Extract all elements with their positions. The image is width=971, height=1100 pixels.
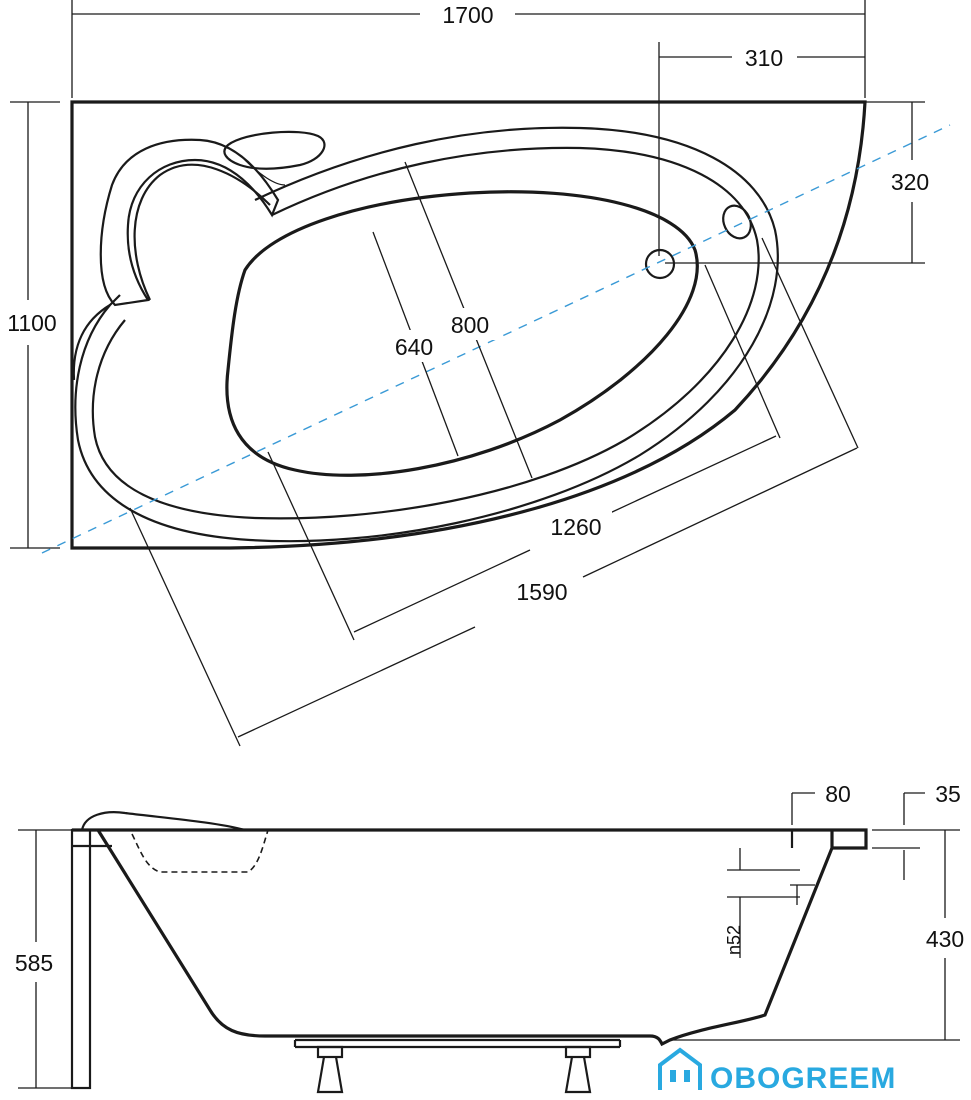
basin-contour [225, 190, 699, 477]
dimension-430: 430 [672, 829, 971, 1041]
tub-outer-contour [70, 100, 867, 550]
dimension-label-1260: 1260 [550, 514, 601, 540]
seat-side-contour [72, 304, 111, 381]
support-foot-right [564, 1045, 592, 1094]
dimension-label-585: 585 [15, 950, 53, 976]
seat-recess-dashed [131, 829, 269, 873]
overflow-hole [722, 204, 752, 240]
grab-handle [223, 130, 326, 170]
apron-panel [70, 828, 92, 1090]
watermark: OBOGREEM [658, 1047, 896, 1095]
headrest-pocket [133, 163, 271, 301]
tub-rim-inner-contour [91, 146, 760, 520]
dimension-800: 800 [404, 161, 533, 479]
dimension-320: 320 [665, 101, 929, 264]
dimension-label-310: 310 [745, 45, 783, 71]
watermark-brand: OBOGREEM [710, 1062, 896, 1095]
house-icon [658, 1047, 702, 1090]
dimension-1700: 1700 [71, 0, 866, 98]
dimension-label-430: 430 [926, 926, 964, 952]
dimension-640: 640 [372, 231, 459, 457]
dimension-1100: 1100 [0, 101, 66, 549]
rim-top [72, 828, 868, 850]
dimension-label-n52: n52 [724, 925, 744, 955]
overflow-marks: n52 [724, 848, 815, 958]
dimension-1260: 1260 [267, 264, 781, 641]
dimension-1590: 1590 [129, 237, 859, 747]
top-view: 1700 310 320 1100 [0, 0, 951, 747]
tub-rim-contour [74, 126, 779, 543]
dimension-label-320: 320 [891, 169, 929, 195]
dimension-label-1700: 1700 [442, 2, 493, 28]
tub-body-profile [96, 829, 834, 1047]
dimension-80: 80 [791, 781, 851, 825]
dimension-label-640: 640 [395, 334, 433, 360]
support-foot-left [316, 1045, 344, 1094]
grab-handle-inner [244, 159, 286, 186]
dimension-35: 35 [872, 781, 961, 880]
dimension-label-35: 35 [935, 781, 961, 807]
side-view: n52 80 [0, 781, 971, 1094]
dimension-label-800: 800 [451, 312, 489, 338]
dimension-label-80: 80 [825, 781, 851, 807]
dimension-label-1590: 1590 [516, 579, 567, 605]
dimension-585: 585 [0, 829, 72, 1089]
support-frame [293, 1038, 622, 1094]
dimension-310: 310 [658, 42, 865, 256]
headrest-contour [99, 138, 280, 307]
headrest-profile [80, 811, 246, 832]
drain-hole [644, 248, 676, 280]
dimension-label-1100: 1100 [7, 310, 56, 336]
